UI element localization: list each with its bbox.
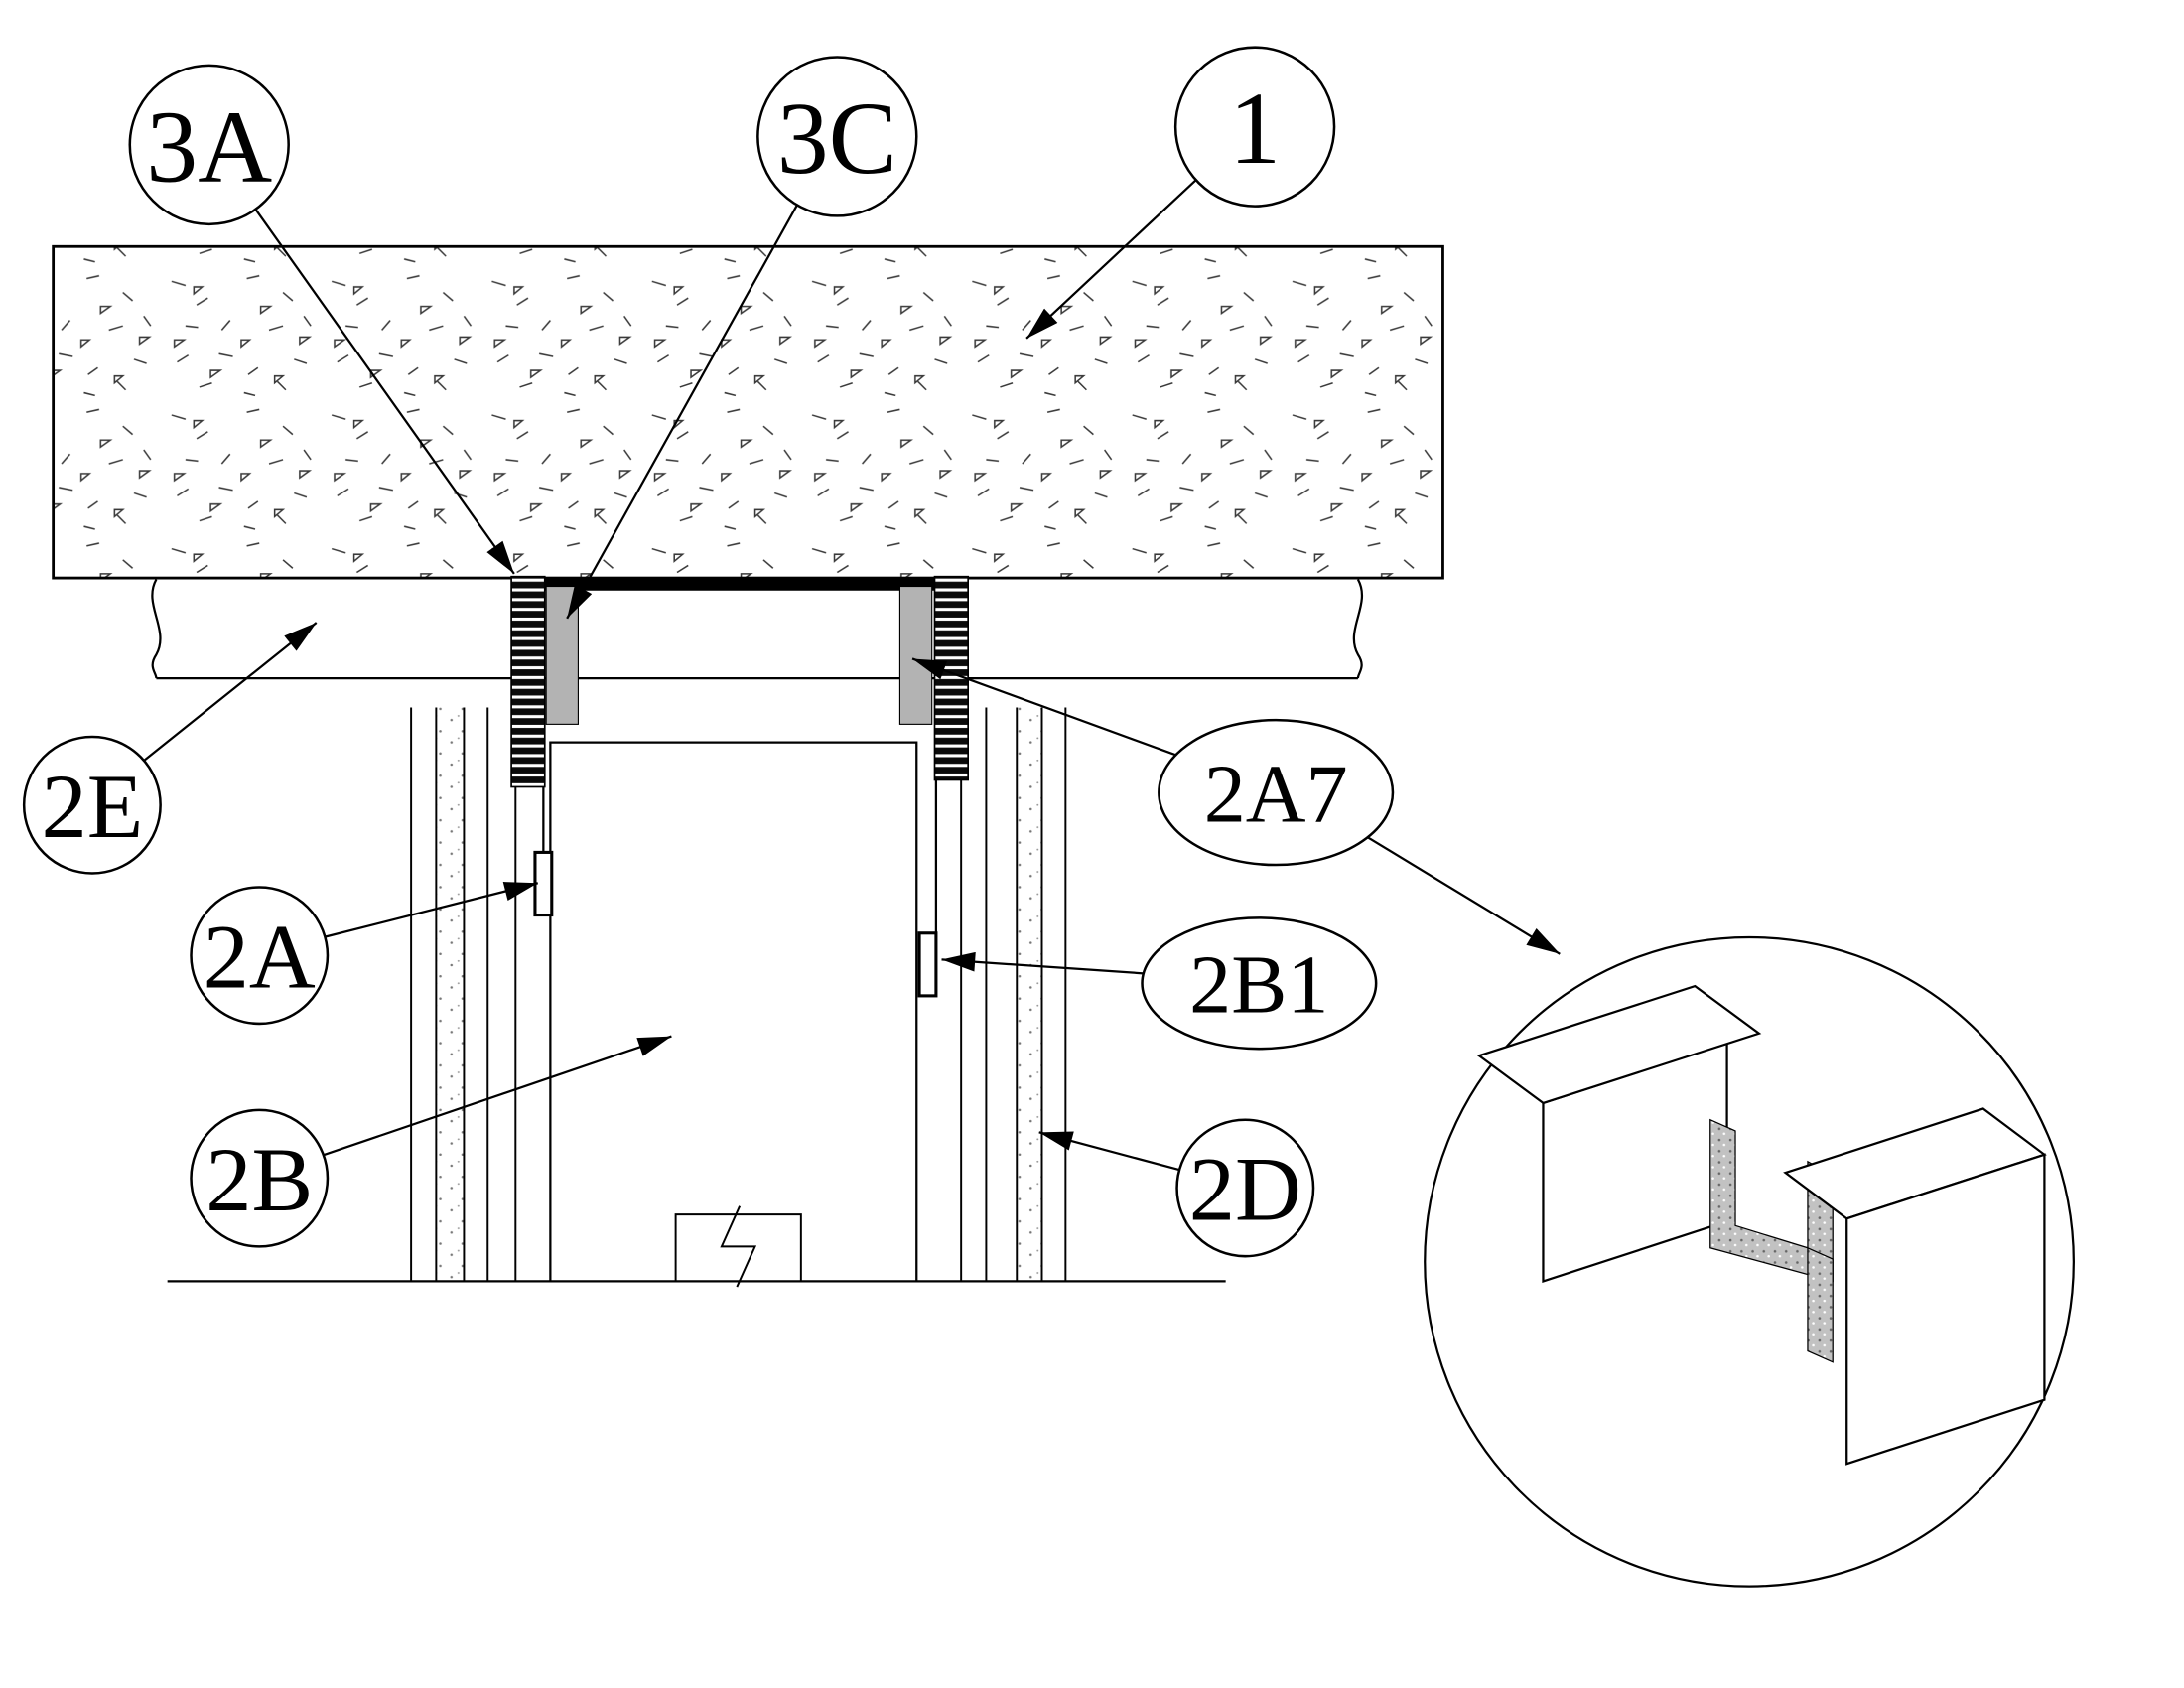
leader-1 (1025, 176, 1200, 340)
right-wall-assembly (960, 707, 1067, 1282)
concrete-slab (52, 244, 1444, 580)
ceiling-band-right-break (1352, 578, 1364, 679)
callout-3a-balloon (128, 64, 290, 226)
detail-gasket-tail (1807, 1246, 1834, 1363)
callout-3a-label: 3A (146, 90, 272, 204)
callout-2b1-balloon (1141, 916, 1378, 1051)
leader-2d (1038, 1131, 1180, 1172)
leader-2e (141, 622, 318, 764)
leader-lines (141, 176, 1561, 1172)
detail-gasket-channel (1709, 1118, 1834, 1283)
callout-2a-label: 2A (204, 907, 316, 1008)
callout-2b-balloon (190, 1108, 330, 1248)
callout-2a-balloon (190, 886, 330, 1026)
ceiling-band-left-break (151, 578, 162, 679)
left-track-leg (510, 575, 546, 788)
callout-2e-label: 2E (41, 757, 143, 858)
leader-2b (320, 1035, 672, 1158)
break-stub (674, 1213, 802, 1282)
slab-texture (52, 244, 1444, 580)
callout-3c-balloon (756, 56, 918, 217)
left-wall-assembly (410, 707, 517, 1282)
detail-right-face (1845, 1153, 2046, 1466)
leader-3c (566, 200, 801, 620)
callout-2b1-label: 2B1 (1189, 939, 1328, 1032)
right-wall-board-core (1017, 707, 1042, 1282)
leader-3a (251, 204, 515, 575)
break-symbol (674, 1205, 802, 1288)
right-gasket-strip (898, 585, 933, 725)
callout-3c-label: 3C (777, 82, 897, 196)
leader-2a7-detail (1364, 834, 1561, 955)
callout-balloons (22, 46, 1395, 1258)
detail-top-flange (1476, 984, 1762, 1105)
callout-2e-balloon (22, 735, 162, 875)
right-clip (917, 931, 938, 998)
callout-labels: 3A 3C 1 2E 2A 2A7 2B1 2B 2D (41, 72, 1347, 1241)
callout-2a7-balloon (1158, 718, 1395, 867)
callout-2d-balloon (1175, 1118, 1315, 1258)
callout-1-label: 1 (1229, 72, 1281, 186)
ceiling-band (151, 578, 1364, 680)
callout-2b-label: 2B (205, 1130, 313, 1231)
callout-2a7-label: 2A7 (1204, 749, 1348, 841)
callout-2d-label: 2D (1189, 1140, 1301, 1241)
left-wall-board-core (436, 707, 465, 1282)
break-zigzag (720, 1205, 757, 1288)
leader-2b1 (941, 951, 1146, 975)
leader-2a (323, 882, 539, 939)
leader-2a7-part (911, 657, 1176, 757)
stud-cavity-outline (549, 741, 918, 1282)
detail-isometric (1476, 984, 2047, 1466)
callout-1-balloon (1173, 46, 1336, 208)
